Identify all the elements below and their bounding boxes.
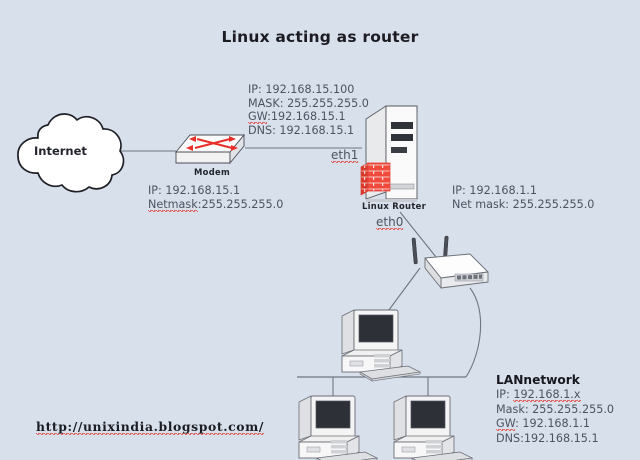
wan-info-block: IP: 192.168.15.100 MASK: 255.255.255.0 G… (248, 83, 369, 137)
lan-network-gateway-value: : 192.168.1.1 (515, 417, 591, 431)
ap-port-array (454, 273, 484, 282)
eth1-interface-label: eth1 (331, 148, 359, 163)
lan-network-dns: DNS:192.168.15.1 (496, 431, 599, 445)
modem-netmask: Netmask:255.255.255.0 (148, 197, 284, 212)
link-ap-lanbus (465, 287, 482, 378)
lan-network-mask: Mask: 255.255.255.0 (496, 402, 614, 416)
wan-gateway-value: :192.168.15.1 (267, 110, 346, 124)
lan-network-gateway-key: GW (496, 417, 516, 432)
lan-network-ip-value: 192.168.1.x (513, 388, 581, 403)
page-title: Linux acting as router (221, 28, 419, 46)
wan-ip: IP: 192.168.15.100 (248, 83, 355, 96)
link-router-ap (399, 211, 441, 263)
lan-ip: IP: 192.168.1.1 (452, 184, 537, 197)
lan-info-block: IP: 192.168.1.1 Net mask: 255.255.255.0 (452, 184, 594, 211)
modem-ip: IP: 192.168.15.1 (148, 184, 241, 197)
blog-url[interactable]: http://unixindia.blogspot.com/ (36, 419, 264, 435)
eth0-text: eth0 (376, 215, 404, 230)
wan-gateway-key: GW (248, 110, 268, 125)
lan-network-ip-key: IP: (496, 388, 514, 402)
link-ap-workstation-top (382, 267, 421, 319)
modem-netmask-value: :255.255.255.0 (197, 197, 284, 211)
modem-label: Modem (194, 167, 230, 177)
lan-network-ip: IP: 192.168.1.x (496, 388, 614, 403)
blog-url-text: http://unixindia.blogspot.com/ (36, 419, 264, 435)
modem-info-block: IP: 192.168.15.1 Netmask:255.255.255.0 (148, 184, 284, 212)
lan-network-gateway: GW: 192.168.1.1 (496, 417, 614, 432)
lan-network-title: LANnetwork (496, 373, 580, 387)
wan-dns: DNS: 192.168.15.1 (248, 123, 355, 137)
lan-network-block: LANnetwork IP: 192.168.1.x Mask: 255.255… (496, 373, 614, 446)
wan-gateway: GW:192.168.15.1 (248, 110, 369, 125)
modem-netmask-key: Netmask (148, 197, 198, 212)
internet-label: Internet (34, 144, 87, 158)
eth1-text: eth1 (331, 148, 359, 163)
modem-arrow-glyph (194, 137, 233, 150)
wan-mask: MASK: 255.255.255.0 (248, 96, 369, 110)
linux-router-label: Linux Router (362, 201, 427, 211)
lan-netmask: Net mask: 255.255.255.0 (452, 197, 595, 211)
eth0-interface-label: eth0 (376, 215, 404, 230)
